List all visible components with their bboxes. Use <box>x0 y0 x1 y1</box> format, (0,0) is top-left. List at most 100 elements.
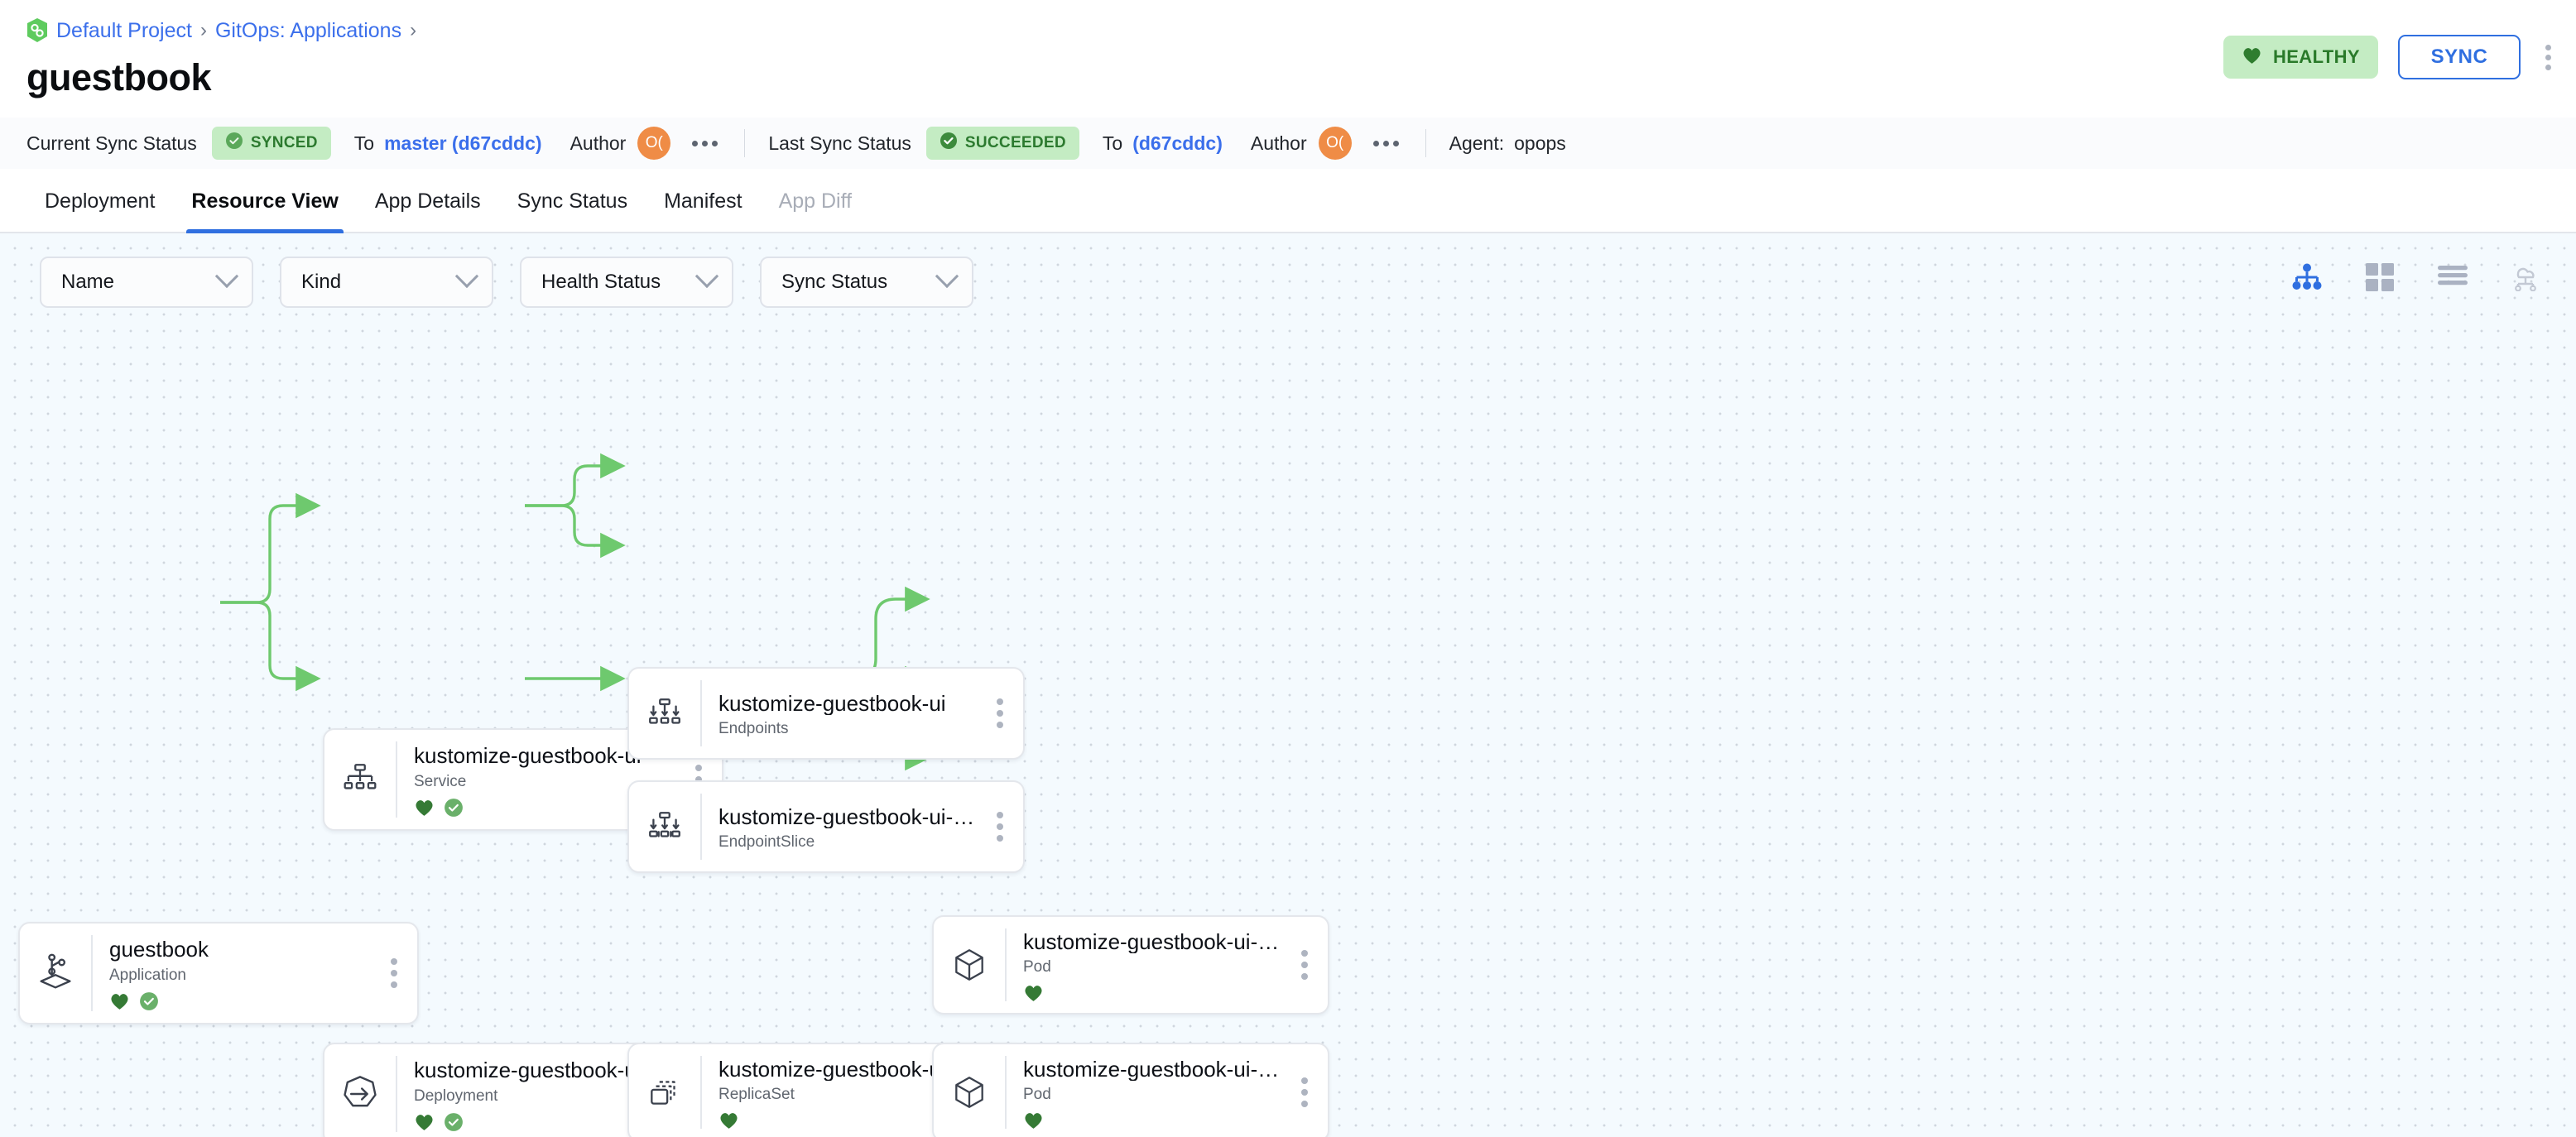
last-author-label: Author <box>1250 132 1307 154</box>
resource-graph-canvas[interactable]: Name Kind Health Status Sync Status <box>0 233 2576 1137</box>
node-status-badges <box>414 1111 675 1133</box>
heart-icon <box>414 798 435 817</box>
endpointslice-icon <box>629 782 700 871</box>
divider <box>700 1056 702 1129</box>
argo-logo-icon <box>26 18 48 43</box>
filter-bar: Name Kind Health Status Sync Status <box>40 257 973 308</box>
pod-icon <box>934 1044 1005 1137</box>
current-revision-link[interactable]: master (d67cddc) <box>384 132 542 154</box>
breadcrumb-link-project[interactable]: Default Project <box>56 18 192 42</box>
filter-sync-status-select[interactable]: Sync Status <box>760 257 973 308</box>
sync-button[interactable]: SYNC <box>2398 35 2521 79</box>
filter-kind-select[interactable]: Kind <box>280 257 493 308</box>
avatar: O( <box>1318 127 1352 160</box>
graph-node-endpoints[interactable]: kustomize-guestbook-ui Endpoints <box>627 667 1025 760</box>
divider <box>91 935 93 1011</box>
divider <box>1425 129 1426 157</box>
node-kind: EndpointSlice <box>718 833 815 852</box>
filter-sync-status-label: Sync Status <box>781 271 888 293</box>
health-badge-label: HEALTHY <box>2272 46 2360 67</box>
tab-manifest[interactable]: Manifest <box>664 190 743 213</box>
node-menu-icon[interactable] <box>1281 917 1328 1013</box>
kebab-vertical-icon[interactable] <box>2540 40 2556 75</box>
heart-icon <box>1023 1111 1044 1130</box>
divider <box>396 741 397 818</box>
check-circle-icon <box>444 798 464 818</box>
node-menu-icon[interactable] <box>977 782 1023 871</box>
status-badge-succeeded: SUCCEEDED <box>925 127 1079 160</box>
node-title: kustomize-guestbook-ui-… <box>1023 930 1280 953</box>
node-status-badges <box>414 797 675 818</box>
breadcrumb-link-applications[interactable]: GitOps: Applications <box>214 18 402 42</box>
filter-name-select[interactable]: Name <box>40 257 253 308</box>
view-mode-switcher <box>2290 260 2543 295</box>
endpoints-icon <box>629 669 700 758</box>
network-view-icon[interactable] <box>2508 260 2543 295</box>
heart-icon <box>2242 46 2262 70</box>
application-icon <box>20 924 91 1023</box>
last-revision-link[interactable]: (d67cddc) <box>1132 132 1223 154</box>
agent-value: opops <box>1514 132 1566 154</box>
node-status-badges <box>1023 982 1281 1003</box>
agent-info: Agent: opops <box>1449 132 1566 155</box>
status-badge-synced: SYNCED <box>211 127 331 160</box>
kebab-horizontal-icon[interactable] <box>1370 134 1402 153</box>
agent-label: Agent: <box>1449 132 1505 154</box>
current-sync-status-label: Current Sync Status <box>26 132 197 154</box>
chevron-down-icon <box>214 264 239 289</box>
page-title: guestbook <box>26 56 212 98</box>
node-title: guestbook <box>109 938 209 962</box>
grid-view-icon[interactable] <box>2362 260 2397 295</box>
divider <box>744 129 746 157</box>
filter-name-label: Name <box>61 271 115 293</box>
current-author-label: Author <box>570 132 627 154</box>
tab-app-diff: App Diff <box>778 190 853 213</box>
pod-icon <box>934 917 1005 1013</box>
node-title: kustomize-guestbook-ui <box>718 691 946 716</box>
tab-sync-status[interactable]: Sync Status <box>517 190 628 213</box>
divider <box>396 1056 397 1132</box>
tab-app-details[interactable]: App Details <box>374 190 481 213</box>
filter-health-status-select[interactable]: Health Status <box>520 257 733 308</box>
node-kind: Application <box>109 966 186 984</box>
sync-status-bar: Current Sync Status SYNCED To master (d6… <box>0 118 2576 169</box>
node-title: kustomize-guestbook-ui-… <box>1023 1058 1280 1081</box>
last-to-label: To <box>1102 132 1123 154</box>
node-status-badges <box>1023 1110 1281 1130</box>
breadcrumb: Default Project › GitOps: Applications › <box>26 0 2550 43</box>
node-menu-icon[interactable] <box>1281 1044 1328 1137</box>
deployment-icon <box>324 1044 396 1137</box>
current-to-label: To <box>353 132 375 154</box>
replicaset-icon <box>629 1044 700 1137</box>
node-menu-icon[interactable] <box>977 669 1023 758</box>
status-badge-health: HEALTHY <box>2223 36 2378 79</box>
filter-health-status-label: Health Status <box>541 271 661 293</box>
avatar: O( <box>637 127 671 160</box>
node-kind: Deployment <box>414 1087 498 1105</box>
filter-kind-label: Kind <box>301 271 342 293</box>
node-kind: Endpoints <box>718 720 789 738</box>
header-actions: HEALTHY SYNC <box>2223 35 2556 79</box>
node-status-badges <box>718 1110 977 1130</box>
succeeded-label: SUCCEEDED <box>964 134 1066 151</box>
node-kind: Service <box>414 772 467 790</box>
divider <box>700 680 702 746</box>
divider <box>700 794 702 860</box>
graph-node-pod[interactable]: kustomize-guestbook-ui-… Pod <box>932 1043 1329 1137</box>
tab-resource-view[interactable]: Resource View <box>173 190 356 233</box>
divider <box>1005 1056 1007 1129</box>
list-view-icon[interactable] <box>2435 260 2470 295</box>
chevron-down-icon <box>694 264 719 289</box>
chevron-down-icon <box>454 264 479 289</box>
tab-deployment[interactable]: Deployment <box>45 190 156 213</box>
node-kind: Pod <box>1023 1085 1051 1103</box>
heart-icon <box>1023 983 1044 1002</box>
node-kind: Pod <box>1023 957 1051 976</box>
tree-view-icon[interactable] <box>2290 260 2324 295</box>
check-circle-icon <box>940 132 958 155</box>
kebab-horizontal-icon[interactable] <box>689 134 721 153</box>
graph-node-pod[interactable]: kustomize-guestbook-ui-… Pod <box>932 915 1329 1015</box>
node-menu-icon[interactable] <box>371 924 417 1023</box>
graph-node-endpointslice[interactable]: kustomize-guestbook-ui-… EndpointSlice <box>627 780 1025 873</box>
graph-node-application[interactable]: guestbook Application <box>18 922 419 1024</box>
